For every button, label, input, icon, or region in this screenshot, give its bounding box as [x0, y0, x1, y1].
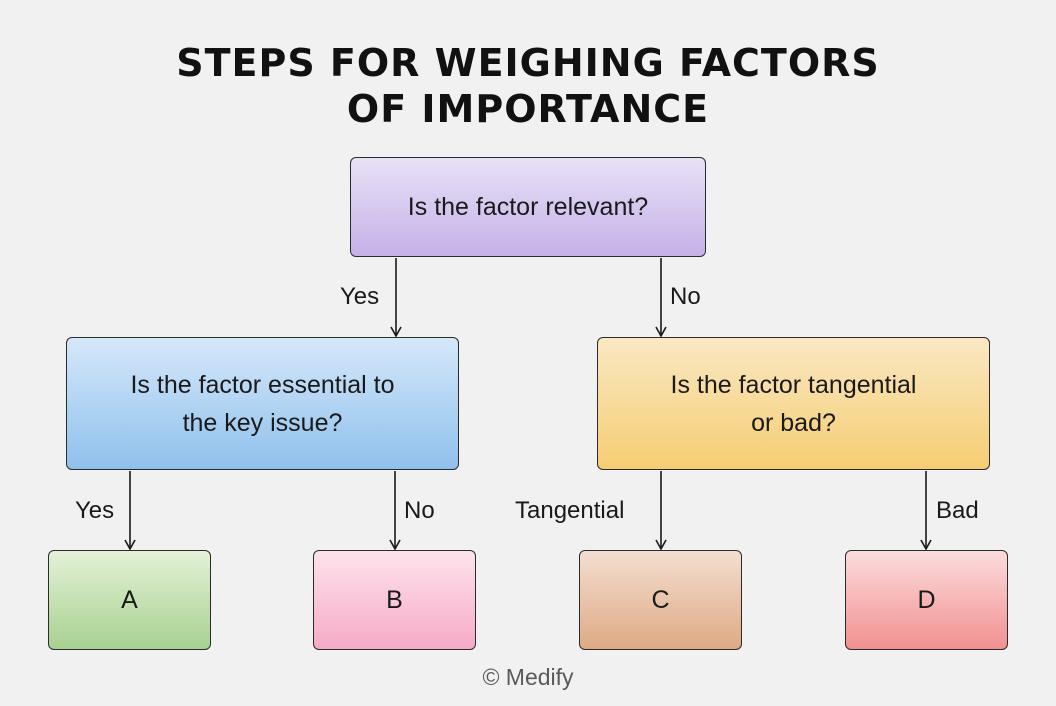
- node-is-factor-essential: Is the factor essential to the key issue…: [66, 337, 459, 470]
- edge-label-root-yes: Yes: [340, 283, 380, 310]
- leaf-d-label: D: [917, 586, 936, 614]
- node-essential-line-2: the key issue?: [182, 408, 343, 437]
- node-is-factor-relevant: Is the factor relevant?: [350, 157, 706, 257]
- page-title: STEPS FOR WEIGHING FACTORS OF IMPORTANCE: [0, 40, 1056, 132]
- node-tangential-line-1: Is the factor tangential: [670, 370, 917, 399]
- leaf-a: A: [48, 550, 211, 650]
- node-tangential-line-2: or bad?: [751, 408, 836, 437]
- title-line-1: STEPS FOR WEIGHING FACTORS: [176, 41, 880, 85]
- edge-label-bad: Bad: [936, 497, 979, 524]
- edge-label-essential-no: No: [404, 497, 435, 524]
- copyright-credit: © Medify: [482, 664, 574, 690]
- leaf-b: B: [313, 550, 476, 650]
- node-essential-line-1: Is the factor essential to: [130, 370, 395, 399]
- edge-label-essential-yes: Yes: [75, 497, 115, 524]
- node-root-text: Is the factor relevant?: [407, 193, 649, 221]
- node-is-factor-tangential-or-bad: Is the factor tangential or bad?: [597, 337, 990, 470]
- leaf-c: C: [579, 550, 742, 650]
- leaf-b-label: B: [386, 586, 403, 614]
- edge-label-root-no: No: [670, 283, 701, 310]
- title-line-2: OF IMPORTANCE: [346, 87, 710, 131]
- leaf-a-label: A: [121, 586, 138, 614]
- leaf-d: D: [845, 550, 1008, 650]
- leaf-c-label: C: [651, 586, 670, 614]
- edge-label-tangential: Tangential: [515, 497, 625, 524]
